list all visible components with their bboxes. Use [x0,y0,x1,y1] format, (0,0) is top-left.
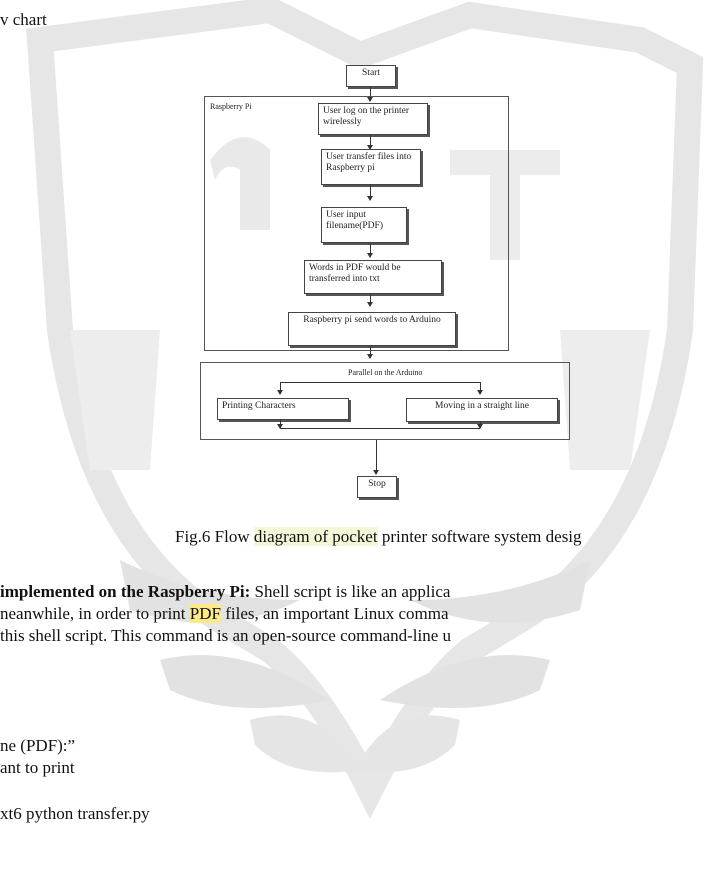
raspberry-pi-label: Raspberry Pi [210,102,252,111]
paragraph-line-2-text: files, an important Linux comma [220,604,449,623]
step-convert-text: Words in PDF would be transferred into t… [309,263,401,284]
start-box: Start [346,65,396,87]
arrow-6 [367,346,373,359]
flow-diagram: Start Raspberry Pi User log on the print… [200,62,570,502]
caption-prefix: Fig.6 Flow [175,527,254,546]
raspberry-pi-group [204,96,509,351]
step-convert: Words in PDF would be transferred into t… [304,260,442,294]
stop-label: Stop [368,479,386,489]
step-transfer-text: User transfer files into Raspberry pi [326,152,412,173]
paragraph-line-2-highlight: PDF [189,604,221,623]
paragraph-line-1-text: Shell script is like an applica [250,582,451,601]
start-label: Start [362,68,380,78]
step-transfer: User transfer files into Raspberry pi [321,149,421,185]
paragraph-heading: implemented on the Raspberry Pi: [0,582,251,601]
task-printing: Printing Characters [217,398,349,420]
task-moving: Moving in a straight line [406,398,558,422]
step-filename-text: User input filename(PDF) [326,210,383,231]
stop-box: Stop [357,476,397,498]
code-line-3: xt6 python transfer.py [0,804,150,823]
step-send-text: Raspberry pi send words to Arduino [303,315,441,325]
caption-highlight: diagram of pocket [253,527,378,546]
caption-suffix: printer software system desig [377,527,582,546]
step-filename: User input filename(PDF) [321,207,407,243]
figure-caption: Fig.6 Flow diagram of pocket printer sof… [175,527,582,547]
arrow-2 [367,135,373,150]
task-printing-text: Printing Characters [222,401,296,411]
paragraph-line-1: implemented on the Raspberry Pi: Shell s… [0,582,450,602]
arrow-5 [367,294,373,307]
arrow-stop [373,440,379,475]
split-line [280,382,480,383]
paragraph-line-2-prefix: neanwhile, in order to print [0,604,190,623]
arrow-left [277,382,283,395]
arrow-1 [367,87,373,102]
arrow-4 [367,243,373,258]
join-left [277,420,283,429]
arrow-3 [367,185,373,201]
paragraph-line-3: this shell script. This command is an op… [0,626,452,645]
task-moving-text: Moving in a straight line [435,401,529,411]
paragraph-line-2: neanwhile, in order to print PDF files, … [0,604,449,624]
code-line-2: ant to print [0,758,75,777]
step-login: User log on the printer wirelessly [318,103,428,135]
step-send: Raspberry pi send words to Arduino [288,312,456,346]
join-line [280,428,480,429]
code-line-1: ne (PDF):” [0,736,76,755]
arduino-group [200,362,570,440]
step-login-text: User log on the printer wirelessly [323,106,410,127]
parallel-label: Parallel on the Arduino [348,368,423,377]
arrow-right [477,382,483,395]
fragment-text: v chart [0,10,47,29]
join-right [477,422,483,429]
